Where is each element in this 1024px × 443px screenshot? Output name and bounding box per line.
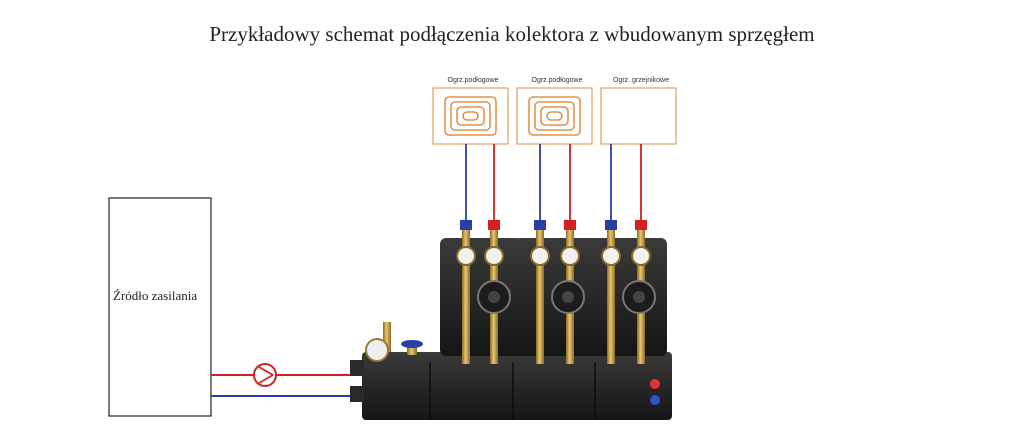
valve-icon <box>401 340 423 355</box>
valve-handle <box>534 220 546 230</box>
pump-hub <box>633 291 645 303</box>
valve-handle <box>635 220 647 230</box>
pump-hub <box>562 291 574 303</box>
valve-handle <box>605 220 617 230</box>
thermometer-gauge-icon <box>456 246 476 266</box>
circuit-panel <box>600 87 677 145</box>
coil-loop <box>450 101 491 131</box>
collector-base <box>350 352 672 420</box>
pump-icon <box>253 363 277 387</box>
heating-circuits: Ogrz.podłogowe Ogrz.podłogowe Ogrz. grzejn… <box>432 77 677 364</box>
coil-loop <box>456 106 485 126</box>
coil-loop <box>462 111 479 121</box>
thermometer-gauge-icon <box>631 246 651 266</box>
power-source-label: Źródło zasilania <box>113 288 197 303</box>
circuit-1: Ogrz.podłogowe <box>432 77 522 364</box>
valve-handle <box>488 220 500 230</box>
page-title: Przykładowy schemat podłączenia kolektor… <box>209 22 815 46</box>
pump-hub <box>488 291 500 303</box>
circuit-3: Ogrz. grzejnikowe <box>585 77 677 364</box>
coil-loop <box>444 96 497 136</box>
thermometer-gauge-icon <box>530 246 550 266</box>
thermometer-gauge-icon <box>601 246 621 266</box>
thermometer-gauge-icon <box>560 246 580 266</box>
coil-loop <box>540 106 569 126</box>
circuit-label: Ogrz.podłogowe <box>532 77 583 84</box>
valve-handle <box>460 220 472 230</box>
pressure-gauge-icon <box>365 322 391 362</box>
coil-loop <box>528 96 581 136</box>
power-source-box <box>108 197 212 417</box>
circuit-2: Ogrz.podłogowe <box>514 77 596 364</box>
circuit-label: Ogrz. grzejnikowe <box>613 77 669 84</box>
brass-pipe <box>607 228 615 364</box>
brass-pipe <box>462 228 470 364</box>
circuit-label: Ogrz.podłogowe <box>448 77 499 84</box>
coil-loop <box>546 111 563 121</box>
thermometer-gauge-icon <box>484 246 504 266</box>
brass-pipe <box>536 228 544 364</box>
valve-handle <box>564 220 576 230</box>
coil-loop <box>534 101 575 131</box>
